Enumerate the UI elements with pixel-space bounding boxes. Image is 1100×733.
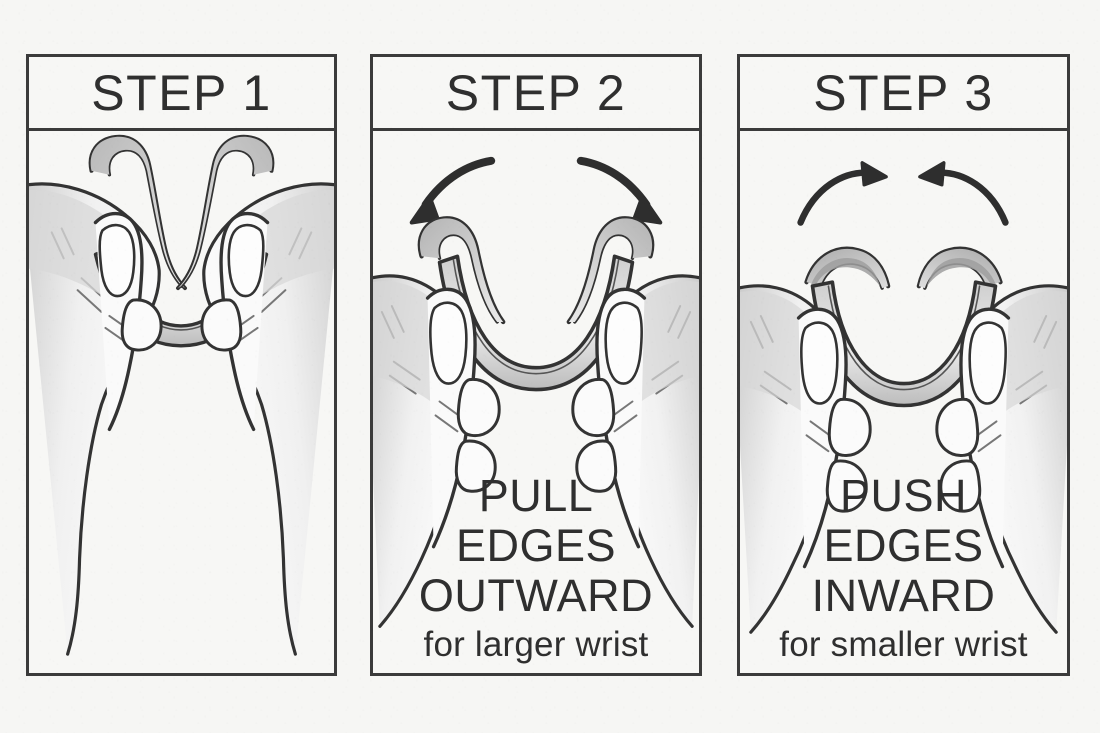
panel-2-title: STEP 2	[445, 64, 627, 121]
arrow-outward-right	[576, 156, 663, 225]
illustration-hands-pulling-bracelet-open	[373, 156, 699, 628]
arrow-outward-left	[409, 156, 496, 225]
step-panel-3: STEP 3	[737, 54, 1070, 676]
panel-1-title: STEP 1	[91, 64, 272, 121]
panel-3-header: STEP 3	[740, 57, 1067, 131]
panel-1-body	[29, 131, 334, 673]
panel-3-body: PUSH EDGES INWARD for smaller wrist	[740, 131, 1067, 673]
panel-3-title: STEP 3	[813, 64, 994, 121]
arrow-inward-left	[797, 161, 888, 226]
illustration-hands-holding-bracelet	[29, 134, 334, 656]
panel-2-header: STEP 2	[373, 57, 699, 131]
panel-1-header: STEP 1	[29, 57, 334, 131]
step-panel-2: STEP 2	[370, 54, 702, 676]
arrow-inward-right	[918, 161, 1009, 226]
step-panel-1: STEP 1	[26, 54, 337, 676]
illustration-hands-pushing-bracelet-closed	[740, 161, 1067, 634]
panel-2-body: PULL EDGES OUTWARD for larger wrist	[373, 131, 699, 673]
